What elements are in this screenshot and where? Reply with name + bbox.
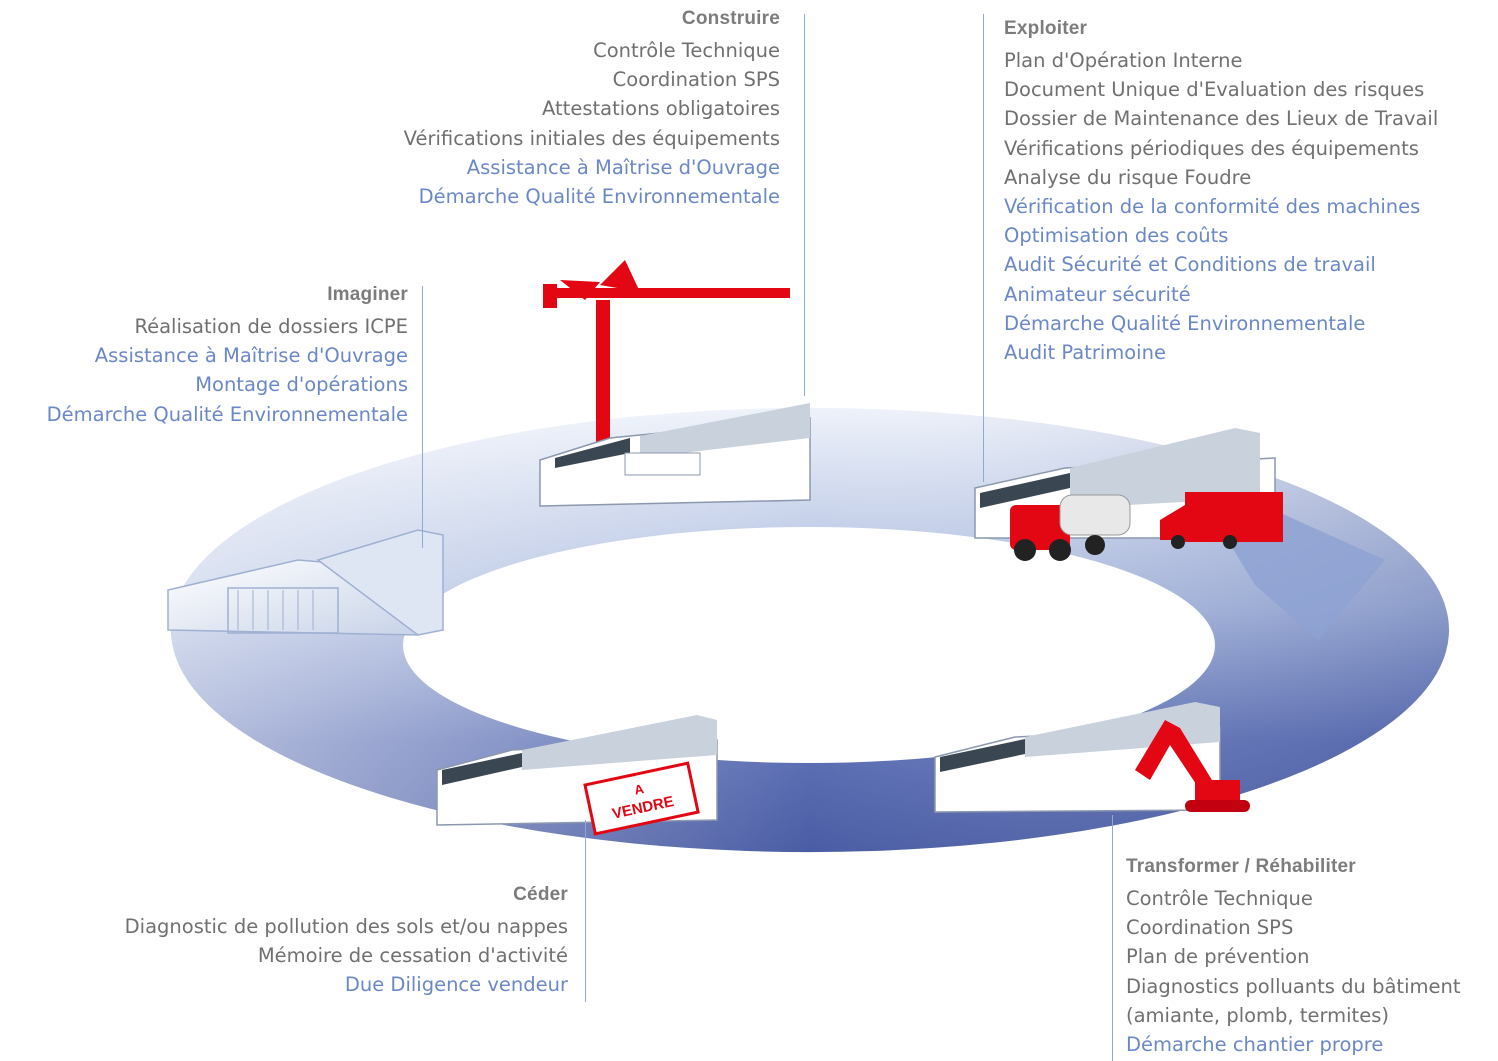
service-item: Dossier de Maintenance des Lieux de Trav…	[1004, 107, 1439, 131]
service-item: Assistance à Maîtrise d'Ouvrage	[94, 344, 408, 368]
crane-icon	[543, 260, 790, 445]
stage-title-imaginer: Imaginer	[327, 284, 408, 305]
service-item: Diagnostics polluants du bâtiment	[1126, 974, 1461, 998]
service-item: Diagnostic de pollution des sols et/ou n…	[124, 915, 568, 938]
service-item: Vérifications périodiques des équipement…	[1004, 136, 1419, 160]
service-item: Contrôle Technique	[1126, 887, 1313, 910]
stage-items-ceder: Diagnostic de pollution des sols et/ou n…	[125, 912, 568, 1000]
service-item: Mémoire de cessation d'activité	[257, 944, 568, 968]
imaginer-leader-line	[422, 286, 423, 548]
sale-stamp-icon: A VENDRE	[583, 761, 700, 836]
service-item: Démarche Qualité Environnementale	[418, 185, 780, 209]
stage-items-imaginer: Réalisation de dossiers ICPE Assistance à…	[47, 312, 408, 429]
building-icon	[167, 529, 444, 636]
service-item: (amiante, plomb, termites)	[1126, 1003, 1389, 1027]
tanker-truck-icon	[1010, 494, 1131, 561]
transformer-leader-line	[1112, 815, 1113, 1061]
service-item: Audit Sécurité et Conditions de travail	[1004, 253, 1376, 277]
service-item: Coordination SPS	[612, 68, 780, 92]
building-icon	[934, 702, 1221, 813]
stamp-line1: A	[633, 781, 646, 798]
service-item: Démarche Qualité Environnementale	[1004, 311, 1366, 335]
building-icon	[539, 403, 811, 507]
service-item: Animateur sécurité	[1004, 282, 1191, 306]
service-item: Coordination SPS	[1126, 916, 1294, 940]
service-item: Réalisation de dossiers ICPE	[134, 315, 408, 338]
stage-ceder: Céder Diagnostic de pollution des sols e…	[125, 884, 568, 1000]
ceder-leader-line	[585, 820, 586, 1002]
excavator-icon	[1135, 720, 1250, 812]
service-item: Plan d'Opération Interne	[1004, 49, 1243, 72]
box-truck-icon	[1160, 492, 1283, 549]
service-item: Document Unique d'Evaluation des risques	[1004, 78, 1425, 102]
service-item: Contrôle Technique	[593, 39, 780, 62]
service-item: Démarche Qualité Environnementale	[46, 402, 408, 426]
service-item: Montage d'opérations	[195, 373, 408, 397]
stage-transformer: Transformer / Réhabiliter Contrôle Techn…	[1126, 856, 1461, 1059]
stage-title-ceder: Céder	[513, 884, 568, 905]
service-item: Analyse du risque Foudre	[1004, 165, 1252, 189]
service-item: Optimisation des coûts	[1004, 224, 1229, 248]
service-item: Vérification de la conformité des machin…	[1004, 195, 1421, 219]
service-item: Audit Patrimoine	[1004, 341, 1166, 365]
stage-title-transformer: Transformer / Réhabiliter	[1126, 856, 1356, 877]
stage-title-exploiter: Exploiter	[1004, 18, 1088, 39]
service-item: Plan de prévention	[1126, 945, 1310, 969]
service-item: Due Diligence vendeur	[344, 973, 568, 997]
exploiter-leader-line	[983, 14, 984, 482]
service-item: Démarche chantier propre	[1126, 1033, 1384, 1057]
service-item: Vérifications initiales des équipements	[403, 126, 780, 150]
service-item: Attestations obligatoires	[542, 97, 780, 121]
service-item: Assistance à Maîtrise d'Ouvrage	[466, 155, 780, 179]
stage-title-construire: Construire	[681, 8, 780, 29]
stage-imaginer: Imaginer Réalisation de dossiers ICPE Ass…	[47, 284, 408, 429]
construire-leader-line	[804, 14, 805, 396]
